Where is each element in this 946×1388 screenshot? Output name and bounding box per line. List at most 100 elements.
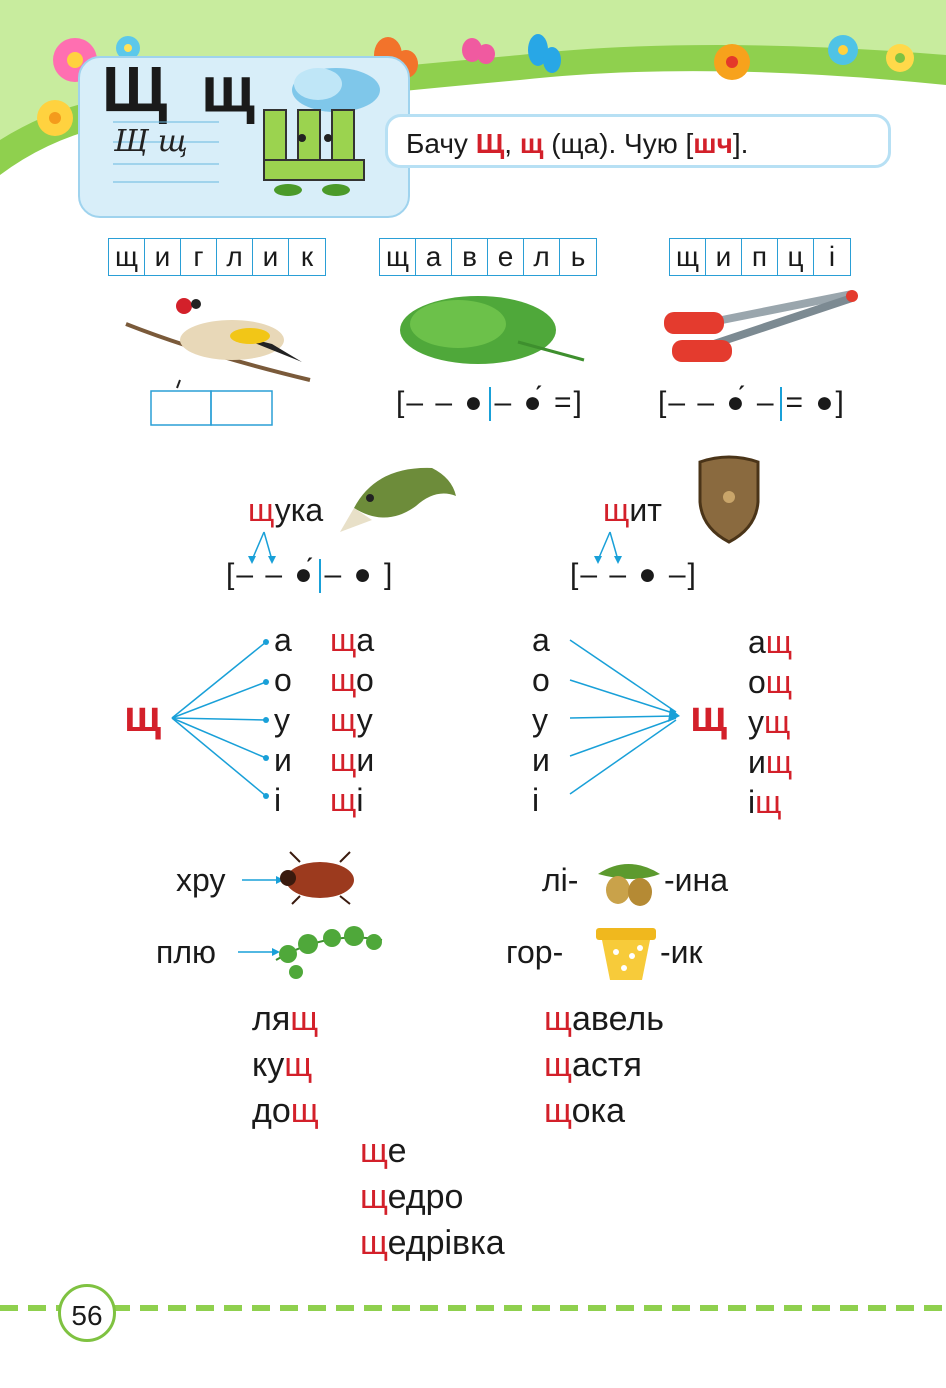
list-item: щедро <box>360 1178 464 1216</box>
vowel: у <box>274 702 290 738</box>
vowel: о <box>532 662 550 698</box>
grid-letter: л <box>217 239 253 275</box>
scheme-part: = ●] <box>785 386 846 419</box>
grid-letter: щ <box>109 239 145 275</box>
scheme-part: – ● ] <box>324 558 395 591</box>
butterfly-icon <box>462 38 495 64</box>
syllable: ищ <box>748 744 793 780</box>
syllable-letter-right: щ <box>690 692 728 741</box>
butterfly-icon <box>528 34 561 73</box>
vowel: і <box>532 782 540 818</box>
flower-icon <box>116 36 140 60</box>
flower-pot-illustration <box>596 928 656 980</box>
vowel-column-right: а о у и і <box>532 620 550 820</box>
flower-icon <box>828 35 858 65</box>
word-grid-goldfinch: щ и г л и к <box>108 238 326 276</box>
arrows-icon <box>248 531 276 564</box>
grid-letter: и <box>145 239 181 275</box>
grid-letter: п <box>742 239 778 275</box>
word-list-left: лящ кущ дощ <box>252 996 319 1134</box>
syllable: що <box>330 662 374 698</box>
fan-arrows-left <box>171 639 269 799</box>
grid-letter: к <box>300 241 314 272</box>
vowel: а <box>274 622 292 658</box>
grid-letter: ц <box>778 239 814 275</box>
phrase-bubble: Бачу Щ, щ (ща). Чую [шч]. <box>385 114 891 168</box>
list-item: кущ <box>252 1046 313 1084</box>
sound-scheme-tongs: [– – ●́ –= ●] <box>658 386 846 422</box>
grid-letter: в <box>452 239 488 275</box>
list-item: ще <box>360 1132 407 1170</box>
vowel: і <box>274 782 282 818</box>
vowel: у <box>532 702 548 738</box>
grid-letter: а <box>416 239 452 275</box>
fan-arrows-right <box>569 639 680 795</box>
syllable-divider <box>488 387 491 422</box>
pike-fish-illustration <box>340 467 456 532</box>
page-number: 56 <box>58 1284 116 1342</box>
list-item: щастя <box>544 1046 642 1084</box>
syllable: щи <box>330 742 375 778</box>
vowel: и <box>274 742 292 778</box>
flower-icon <box>886 44 914 72</box>
word-pike: щука <box>248 492 323 529</box>
vowel-column-left: а о у и і <box>274 620 292 820</box>
puzzle-word-ina: -ина <box>664 862 728 898</box>
list-item: щока <box>544 1092 626 1130</box>
word-rest: ука <box>274 492 324 528</box>
phrase-text: (ща). Чую [ <box>543 128 694 159</box>
grid-letter: і <box>828 241 836 272</box>
vowel: и <box>532 742 550 778</box>
syllable: щу <box>330 702 373 738</box>
syllable: ущ <box>748 704 791 740</box>
word-letter-q: щ <box>603 492 630 528</box>
grid-letter: ь <box>570 241 586 272</box>
letter-character-illustration <box>263 68 380 196</box>
word-rest: ит <box>629 492 662 528</box>
syllable: іщ <box>748 784 782 820</box>
cursive-lines <box>113 121 219 183</box>
word-grid-tongs: щ и п ц і <box>669 238 851 276</box>
grid-letter: щ <box>380 239 416 275</box>
arrows-icon <box>594 531 622 564</box>
syllable: щі <box>330 782 364 818</box>
list-item: щедрівка <box>360 1224 505 1262</box>
word-list-bottom: ще щедро щедрівка <box>360 1128 505 1266</box>
phrase-comma: , <box>504 128 520 159</box>
syllable-divider <box>779 387 782 422</box>
phrase-text: ]. <box>732 128 749 159</box>
tongs-illustration <box>664 290 858 362</box>
syllable-letter-left: щ <box>124 692 162 741</box>
grid-letter: и <box>253 239 289 275</box>
sound-scheme-shield: [– – ● –] <box>570 558 698 591</box>
phrase-letter-lower: щ <box>519 128 544 159</box>
syllable-boxes <box>150 379 273 426</box>
shield-illustration <box>698 455 760 544</box>
sorrel-leaves-illustration <box>400 296 585 364</box>
puzzle-word-khru: хру <box>176 862 226 898</box>
puzzle-word-li: лі- <box>542 862 579 898</box>
syllable-column-left: ща що щу щи щі <box>330 620 374 820</box>
ivy-illustration <box>238 926 383 979</box>
word-letter-q: щ <box>248 492 275 528</box>
list-item: лящ <box>252 1000 319 1038</box>
hazelnut-illustration <box>598 864 660 906</box>
scheme-part: [– – ●́ <box>226 558 315 591</box>
flower-icon <box>714 44 750 80</box>
puzzle-word-plyu: плю <box>156 934 216 970</box>
grid-letter: л <box>524 239 560 275</box>
puzzle-word-ik: -ик <box>660 934 703 970</box>
phrase-letter-upper: Щ <box>475 128 505 159</box>
flower-icon <box>37 100 73 136</box>
word-shield: щит <box>603 492 662 529</box>
goldfinch-illustration <box>125 294 311 382</box>
word-grid-sorrel: щ а в е л ь <box>379 238 597 276</box>
vowel: а <box>532 622 550 658</box>
list-item: щавель <box>544 1000 664 1038</box>
cursive-letters: Щ щ <box>114 124 188 159</box>
scheme-part: – ●́ =] <box>494 386 584 419</box>
syllable: ащ <box>748 624 793 660</box>
phrase-sound: шч <box>693 128 733 159</box>
vowel: о <box>274 662 292 698</box>
scheme-part: [– – ● <box>396 386 485 419</box>
